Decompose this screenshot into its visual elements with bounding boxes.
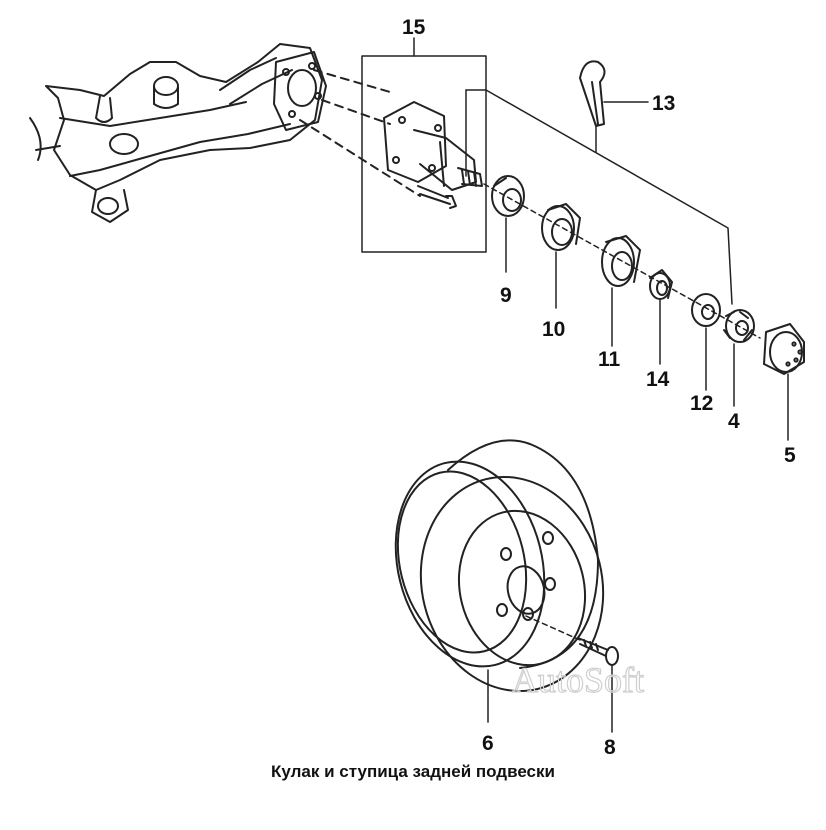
diagram-caption: Кулак и ступица задней подвески <box>271 762 555 781</box>
callout-10: 10 <box>542 318 565 341</box>
callout-15: 15 <box>402 16 426 39</box>
callout-14: 14 <box>646 368 670 391</box>
wheel-bolt <box>577 637 619 666</box>
callout-11: 11 <box>598 348 621 371</box>
inner-bearing <box>491 175 525 217</box>
outer-race <box>601 235 641 287</box>
group-box-15 <box>361 55 487 253</box>
brake-drum <box>394 439 605 693</box>
callout-5: 5 <box>784 444 796 467</box>
callout-9: 9 <box>500 284 512 307</box>
watermark-text: AutoSoft <box>512 660 644 700</box>
callout-13: 13 <box>652 92 675 115</box>
callout-4: 4 <box>728 410 740 433</box>
castle-nut <box>723 309 755 343</box>
hub-cap <box>763 323 805 375</box>
outer-bearing <box>649 269 673 300</box>
bearing-race <box>541 203 581 251</box>
washer <box>691 293 721 327</box>
spindle-knuckle <box>383 101 483 209</box>
rear-axle-beam <box>29 43 327 223</box>
callout-8: 8 <box>604 736 616 759</box>
cotter-pin <box>579 60 606 127</box>
callout-6: 6 <box>482 732 494 755</box>
callout-12: 12 <box>690 392 713 415</box>
